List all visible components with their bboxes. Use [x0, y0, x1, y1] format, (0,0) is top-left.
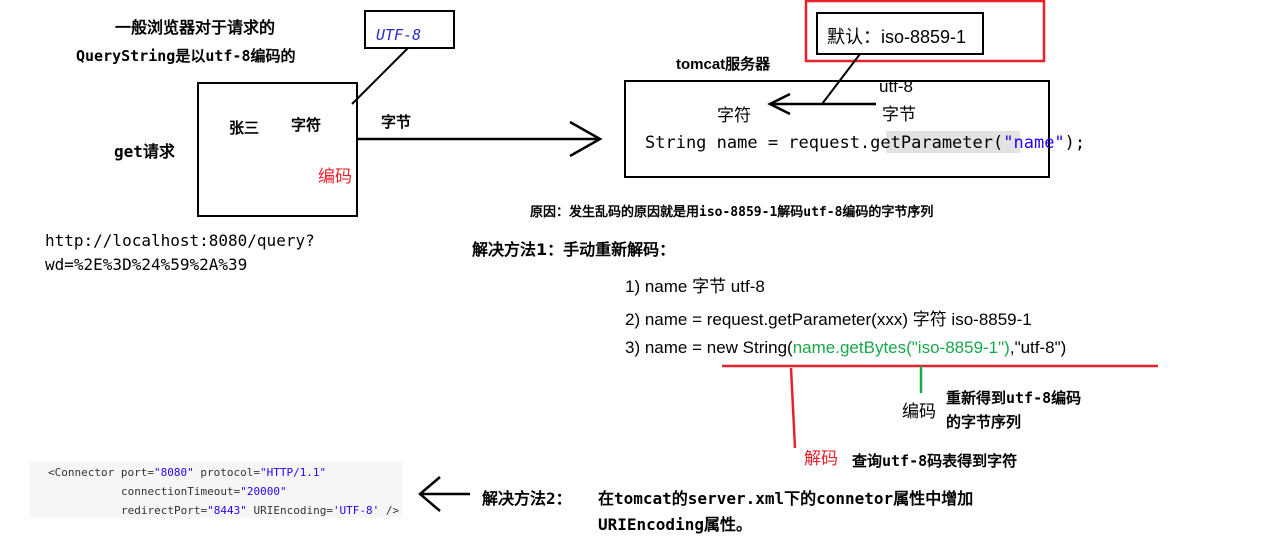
step3-prefix: 3) name = new String( [625, 338, 793, 357]
server-box [624, 80, 1050, 178]
browser-note-line1: 一般浏览器对于请求的 [115, 18, 276, 37]
url-line2: wd=%2E%3D%24%59%2A%39 [45, 255, 248, 274]
name-value-label: 张三 [229, 119, 260, 137]
config-line1: <Connector port="8080" protocol="HTTP/1.… [48, 466, 326, 479]
code-part2: ); [1064, 133, 1086, 153]
solution2-desc-line1: 在tomcat的server.xml下的connetor属性中增加 [598, 489, 974, 508]
server-title: tomcat服务器 [676, 56, 771, 73]
config-timeout-attr: connectionTimeout= [121, 485, 241, 498]
encode-note-line1: 重新得到utf-8编码 [946, 389, 1082, 407]
config-port: "8080" [153, 466, 194, 479]
utf8-connector-line [351, 47, 409, 105]
reason-text: 原因：发生乱码的原因就是用iso-8859-1解码utf-8编码的字节序列 [530, 205, 934, 220]
get-request-label: get请求 [114, 142, 175, 161]
server-bytes-label: 字节 [882, 105, 916, 125]
solution1-step1: 1) name 字节 utf-8 [625, 277, 765, 296]
server-code-line: String name = request.getParameter("name… [645, 133, 1085, 153]
config-line2: connectionTimeout="20000" [121, 485, 287, 498]
encoding-box-label: UTF-8 [376, 26, 422, 44]
solution2-desc-line2: URIEncoding属性。 [598, 515, 752, 534]
code-paren: ( [993, 133, 1004, 153]
config-tag: <Connector port= [48, 466, 154, 479]
config-redirect: "8443" [207, 504, 247, 517]
config-uriencoding-attr: URIEncoding= [246, 504, 333, 517]
utf8-box [364, 10, 455, 49]
config-proto: "HTTP/1.1" [259, 466, 327, 479]
solution1-decode-label: 解码 [804, 449, 838, 469]
encode-note-line2: 的字节序列 [946, 413, 1022, 431]
default-encoding-box [804, 0, 1046, 63]
solution1-title: 解决方法1：手动重新解码： [472, 240, 676, 259]
solution1-encode-label: 编码 [902, 402, 936, 422]
method-highlight [886, 131, 1020, 153]
url-line1: http://localhost:8080/query? [45, 231, 315, 250]
browser-note-line2: QueryString是以utf-8编码的 [76, 47, 296, 65]
browser-char-label: 字符 [291, 116, 322, 134]
decode-line [789, 367, 797, 449]
solution1-step2: 2) name = request.getParameter(xxx) 字符 i… [625, 310, 1032, 329]
config-arrow-head [418, 476, 441, 512]
config-end: /> [379, 504, 400, 517]
code-part1: String name = request. [645, 133, 871, 153]
code-method: getParameter [870, 133, 993, 153]
browser-encode-label: 编码 [318, 167, 352, 187]
code-arg: "name" [1003, 133, 1065, 153]
request-arrow-head [569, 120, 603, 158]
decode-arrow-head [767, 92, 791, 116]
config-redirect-attr: redirectPort= [121, 504, 208, 517]
config-timeout: "20000" [240, 485, 287, 498]
config-snippet [30, 461, 402, 518]
server-utf8-label: utf-8 [879, 77, 914, 96]
solution1-step3: 3) name = new String(name.getBytes("iso-… [625, 338, 1066, 358]
server-char-label: 字符 [717, 106, 751, 126]
config-uriencoding: 'UTF-8' [332, 504, 380, 517]
config-proto-attr: protocol= [193, 466, 260, 479]
decode-note: 查询utf-8码表得到字符 [852, 452, 1018, 470]
bytes-label: 字节 [381, 113, 412, 131]
default-connector-line [821, 53, 861, 105]
solution2-title: 解决方法2： [482, 489, 572, 508]
default-encoding-label: 默认：iso-8859-1 [827, 27, 967, 47]
default-encoding-inner-box [816, 12, 984, 55]
step3-suffix: ,"utf-8") [1009, 338, 1067, 357]
step3-getbytes: name.getBytes("iso-8859-1") [792, 338, 1010, 357]
config-line3: redirectPort="8443" URIEncoding='UTF-8' … [121, 504, 399, 517]
browser-box [197, 82, 358, 217]
